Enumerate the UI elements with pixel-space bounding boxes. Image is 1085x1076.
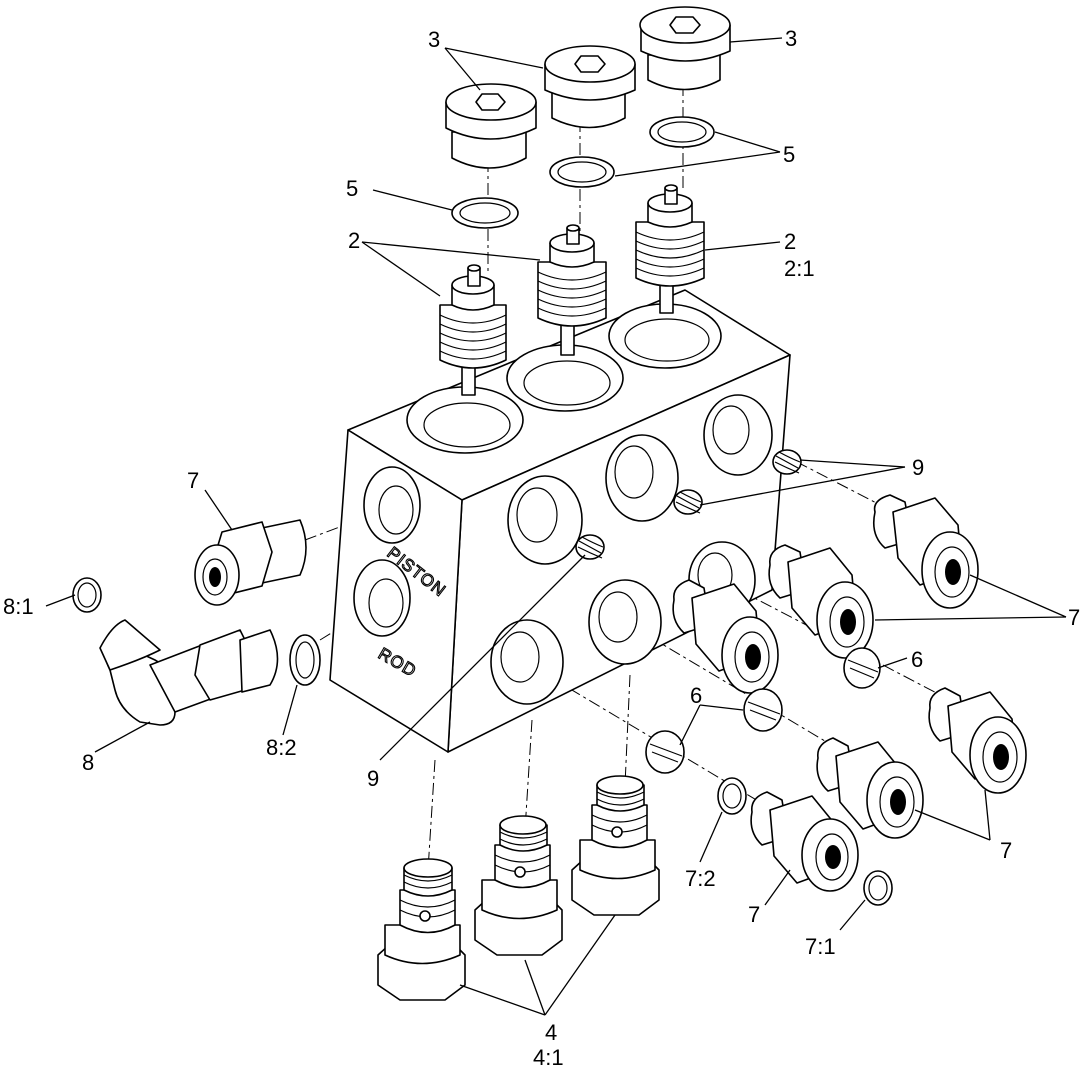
callout-7-bottom: 7: [748, 902, 760, 927]
hex-plug-left: [445, 83, 537, 169]
side-port-5: [588, 579, 662, 665]
fitting-right-middle: [768, 544, 874, 659]
callout-3-right: 3: [785, 26, 797, 51]
fitting-left: [194, 519, 307, 606]
elbow-fitting: [99, 619, 279, 726]
side-port-3: [703, 394, 773, 476]
valve-cartridge-right: [571, 775, 660, 916]
callout-7-left: 7: [187, 468, 199, 493]
fitting-right-upper: [872, 494, 979, 609]
top-port-3: [608, 303, 722, 369]
fitting-lower: [816, 737, 924, 839]
fitting-bottom: [750, 791, 859, 892]
o-ring-7-1: [863, 870, 893, 906]
valve-cartridge-left: [377, 858, 466, 1001]
top-port-1: [406, 386, 524, 454]
callout-labels: 3 3 5 5 2 2 2:1 7 9 7 6 6 8:1 8 8:2 9 7 …: [3, 26, 1080, 1070]
callout-4-1: 4:1: [533, 1045, 564, 1070]
o-ring-top-middle: [549, 156, 615, 188]
o-ring-top-left: [451, 197, 519, 229]
cartridge-middle: [537, 224, 607, 356]
left-port-rod: [353, 559, 411, 637]
callout-7-1: 7:1: [805, 934, 836, 959]
callout-5-right: 5: [783, 142, 795, 167]
o-ring-8-1: [72, 577, 102, 613]
o-ring-7-2: [717, 777, 747, 815]
valve-cartridge-middle: [474, 815, 563, 956]
callout-2-1: 2:1: [784, 256, 815, 281]
callout-4: 4: [545, 1020, 557, 1045]
callout-8-2: 8:2: [266, 735, 297, 760]
manifold-block: PISTON ROD: [329, 289, 791, 753]
leader-lines: [45, 37, 1067, 1016]
o-ring-8-2: [289, 634, 321, 686]
callout-6-right: 6: [911, 647, 923, 672]
fitting-center: [672, 579, 779, 694]
side-port-1: [507, 475, 583, 565]
callout-7-2: 7:2: [685, 866, 716, 891]
hex-plug-right: [639, 6, 731, 91]
callout-5-left: 5: [346, 176, 358, 201]
side-port-4: [490, 619, 564, 705]
callout-7-right-bottom: 7: [1000, 838, 1012, 863]
o-ring-top-right: [649, 116, 715, 148]
callout-7-right-top: 7: [1068, 605, 1080, 630]
set-screw-upper-middle: [673, 489, 703, 515]
callout-6-left: 6: [690, 683, 702, 708]
cartridge-right: [635, 184, 705, 314]
hex-plug-middle: [544, 45, 636, 129]
callout-3-left: 3: [428, 27, 440, 52]
plug-6-left: [645, 730, 685, 774]
plug-6-right: [843, 647, 881, 689]
side-port-2: [605, 434, 679, 522]
callout-2-right: 2: [784, 229, 796, 254]
callout-9-right: 9: [912, 455, 924, 480]
set-screw-upper-right: [772, 449, 802, 475]
cartridge-left: [439, 264, 507, 396]
callout-9-left: 9: [367, 766, 379, 791]
callout-8-1: 8:1: [3, 594, 34, 619]
fitting-right-lower: [928, 687, 1027, 794]
callout-2-left: 2: [348, 228, 360, 253]
left-port-piston: [363, 466, 421, 544]
plug-6-middle: [743, 688, 783, 732]
callout-8: 8: [82, 750, 94, 775]
set-screw-left: [575, 534, 605, 560]
